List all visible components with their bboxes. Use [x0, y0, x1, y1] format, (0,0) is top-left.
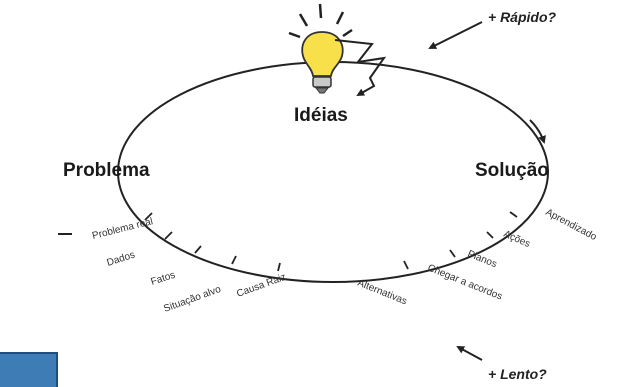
problem-label: Problema [63, 160, 150, 181]
step-aprendizado: Aprendizado [544, 207, 599, 243]
step-alternativas: Alternativas [356, 278, 409, 308]
blue-tab [0, 352, 58, 387]
lightbulb-icon [288, 3, 353, 94]
step-situacao-alvo: Situação alvo [162, 284, 223, 315]
cycle-arrow-right [529, 119, 546, 144]
solution-label: Solução [475, 160, 549, 181]
edge-dash [58, 233, 72, 235]
faster-note: + Rápido? [488, 9, 557, 25]
step-acoes: Ações [502, 229, 532, 250]
zigzag-arrow [334, 39, 387, 96]
ideas-label: Idéias [294, 105, 348, 126]
slower-note: + Lento? [488, 366, 547, 382]
step-fatos: Fatos [150, 270, 177, 288]
step-dados: Dados [106, 249, 137, 268]
step-problema-real: Problema real [91, 216, 154, 242]
faster-arrow [428, 21, 483, 49]
step-ticks [144, 211, 518, 272]
slower-arrow [456, 346, 483, 361]
